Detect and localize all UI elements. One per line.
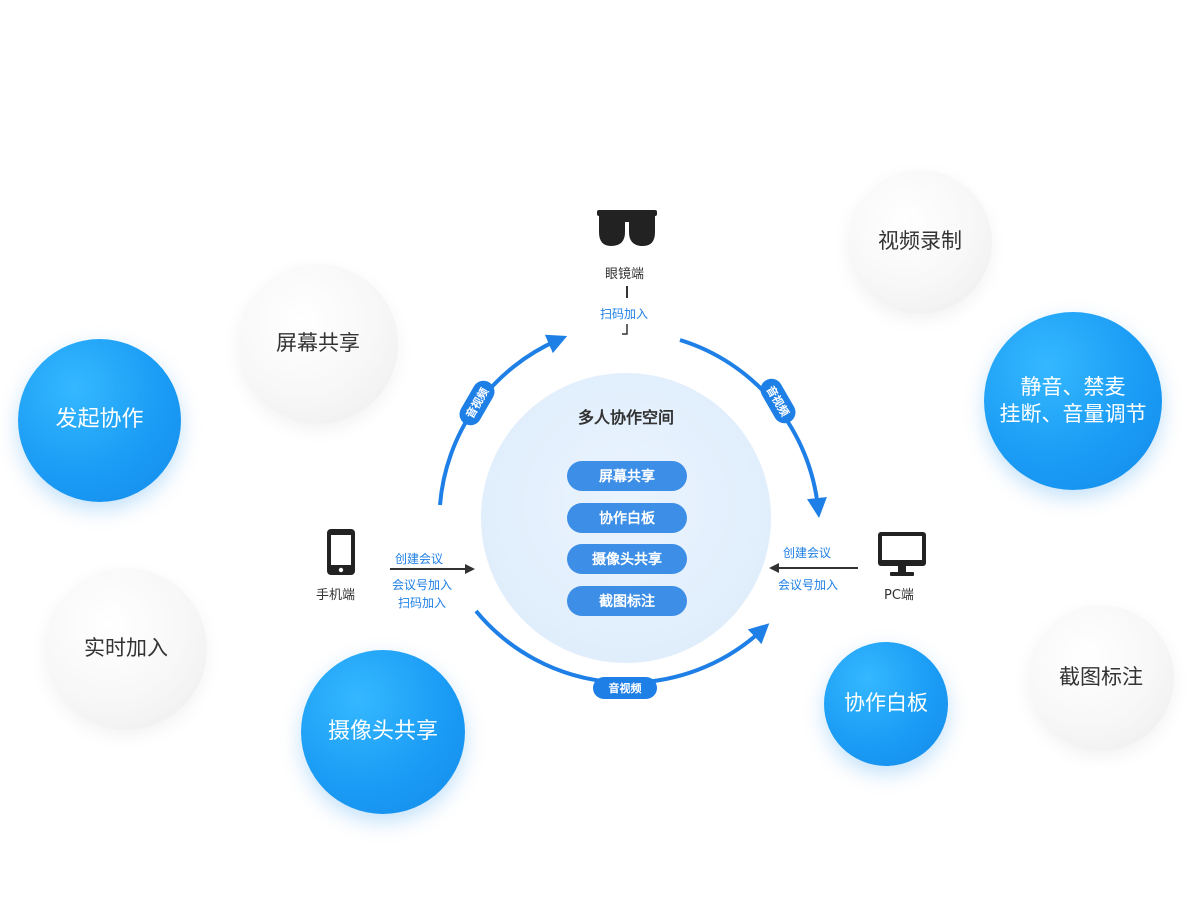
ring-badge-bottom-text: 音视频 (609, 681, 642, 695)
collab-space-title: 多人协作空间 (577, 408, 674, 427)
feature-camera-share: 摄像头共享 (301, 650, 465, 814)
feature-whiteboard: 协作白板 (824, 642, 948, 766)
collab-space-circle: 多人协作空间 屏幕共享 协作白板 摄像头共享 截图标注 (481, 373, 771, 663)
feature-realtime-join: 实时加入 (45, 568, 207, 730)
glasses-icon (597, 210, 657, 246)
center-item-camera-share: 摄像头共享 (567, 544, 687, 574)
phone-action-scan: 扫码加入 (398, 596, 447, 610)
feature-mute-controls: 静音、禁麦 挂断、音量调节 (984, 312, 1162, 490)
feature-mute-line1: 静音、禁麦 (1020, 374, 1126, 399)
center-item-screen-share: 屏幕共享 (567, 461, 687, 491)
feature-video-record-label: 视频录制 (878, 229, 962, 254)
feature-realtime-join-label: 实时加入 (84, 636, 168, 661)
phone-icon (327, 529, 355, 575)
feature-screenshot-annotate-label: 截图标注 (1059, 665, 1143, 690)
phone-action-create: 创建会议 (395, 552, 444, 566)
phone-action-meeting-id: 会议号加入 (392, 578, 453, 592)
feature-screen-share-label: 屏幕共享 (276, 331, 360, 356)
pc-label: PC端 (884, 588, 914, 603)
feature-start-collab: 发起协作 (18, 339, 181, 502)
pc-action-create: 创建会议 (783, 546, 832, 560)
feature-screenshot-annotate: 截图标注 (1028, 605, 1174, 751)
glasses-action: 扫码加入 (600, 307, 649, 321)
feature-video-record: 视频录制 (848, 170, 992, 314)
center-item-screenshot-annotate: 截图标注 (567, 586, 687, 616)
feature-screen-share: 屏幕共享 (238, 264, 398, 424)
feature-camera-share-label: 摄像头共享 (327, 718, 438, 744)
glasses-connector-bottom (622, 324, 628, 335)
ring-badge-upper-left: 音视频 (459, 380, 495, 426)
phone-label: 手机端 (316, 588, 356, 603)
feature-mute-line2: 挂断、音量调节 (999, 402, 1147, 426)
pc-action-meeting-id: 会议号加入 (778, 578, 839, 592)
ring-badge-bottom: 音视频 (593, 677, 657, 699)
feature-start-collab-label: 发起协作 (55, 407, 144, 433)
glasses-label: 眼镜端 (605, 267, 645, 282)
monitor-icon (878, 532, 926, 576)
feature-whiteboard-label: 协作白板 (844, 691, 928, 716)
center-item-whiteboard: 协作白板 (567, 503, 687, 533)
